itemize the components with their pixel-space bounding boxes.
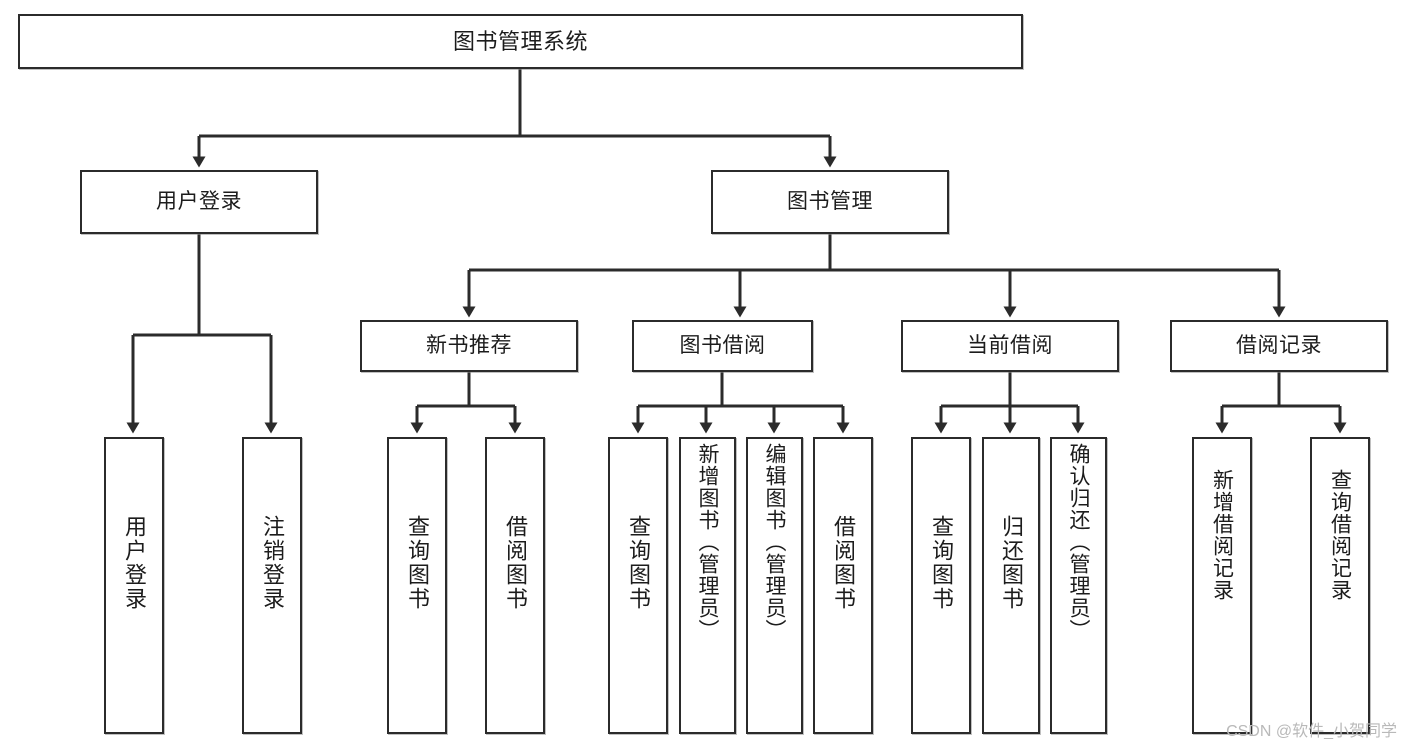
- node-root-label: 图书管理系统: [452, 28, 588, 54]
- node-root[interactable]: 图书管理系统: [18, 14, 1023, 69]
- node-new-book-recommend[interactable]: 新书推荐: [360, 320, 578, 372]
- node-leaf-confirm-return-admin-label: 确认归还（管理员）: [1067, 443, 1090, 641]
- node-leaf-query-book-2-label: 查询图书: [626, 515, 651, 611]
- node-leaf-user-logout[interactable]: 注销登录: [242, 437, 302, 734]
- node-leaf-user-login-label: 用户登录: [122, 515, 147, 611]
- node-book-management[interactable]: 图书管理: [711, 170, 949, 234]
- node-current-borrow[interactable]: 当前借阅: [901, 320, 1119, 372]
- node-user-login-label: 用户登录: [156, 189, 242, 213]
- node-leaf-query-book-1-label: 查询图书: [405, 515, 430, 611]
- node-leaf-query-book-1[interactable]: 查询图书: [387, 437, 447, 734]
- node-leaf-user-login[interactable]: 用户登录: [104, 437, 164, 734]
- node-new-book-recommend-label: 新书推荐: [426, 333, 512, 357]
- node-book-management-label: 图书管理: [787, 189, 873, 213]
- node-leaf-edit-book-admin-label: 编辑图书（管理员）: [763, 443, 786, 641]
- node-user-login[interactable]: 用户登录: [80, 170, 318, 234]
- node-leaf-return-book[interactable]: 归还图书: [982, 437, 1040, 734]
- node-leaf-query-borrow-record[interactable]: 查询借阅记录: [1310, 437, 1370, 734]
- node-leaf-borrow-book-2[interactable]: 借阅图书: [813, 437, 873, 734]
- node-borrow-record[interactable]: 借阅记录: [1170, 320, 1388, 372]
- node-leaf-add-book-admin[interactable]: 新增图书（管理员）: [679, 437, 736, 734]
- node-leaf-query-book-3-label: 查询图书: [929, 515, 954, 611]
- node-leaf-edit-book-admin[interactable]: 编辑图书（管理员）: [746, 437, 803, 734]
- node-leaf-borrow-book-2-label: 借阅图书: [831, 515, 856, 611]
- node-leaf-add-borrow-record[interactable]: 新增借阅记录: [1192, 437, 1252, 734]
- node-leaf-confirm-return-admin[interactable]: 确认归还（管理员）: [1050, 437, 1107, 734]
- node-leaf-add-book-admin-label: 新增图书（管理员）: [696, 443, 719, 641]
- node-leaf-add-borrow-record-label: 新增借阅记录: [1210, 469, 1234, 601]
- node-leaf-return-book-label: 归还图书: [999, 515, 1024, 611]
- node-book-borrow[interactable]: 图书借阅: [632, 320, 813, 372]
- node-borrow-record-label: 借阅记录: [1236, 333, 1322, 357]
- node-leaf-borrow-book-1[interactable]: 借阅图书: [485, 437, 545, 734]
- node-current-borrow-label: 当前借阅: [967, 333, 1053, 357]
- node-book-borrow-label: 图书借阅: [679, 333, 766, 357]
- csdn-watermark: CSDN @软件_小贺同学: [1226, 723, 1397, 740]
- node-leaf-query-borrow-record-label: 查询借阅记录: [1328, 469, 1352, 601]
- node-leaf-user-logout-label: 注销登录: [260, 515, 285, 611]
- node-leaf-query-book-3[interactable]: 查询图书: [911, 437, 971, 734]
- node-leaf-query-book-2[interactable]: 查询图书: [608, 437, 668, 734]
- node-leaf-borrow-book-1-label: 借阅图书: [503, 515, 528, 611]
